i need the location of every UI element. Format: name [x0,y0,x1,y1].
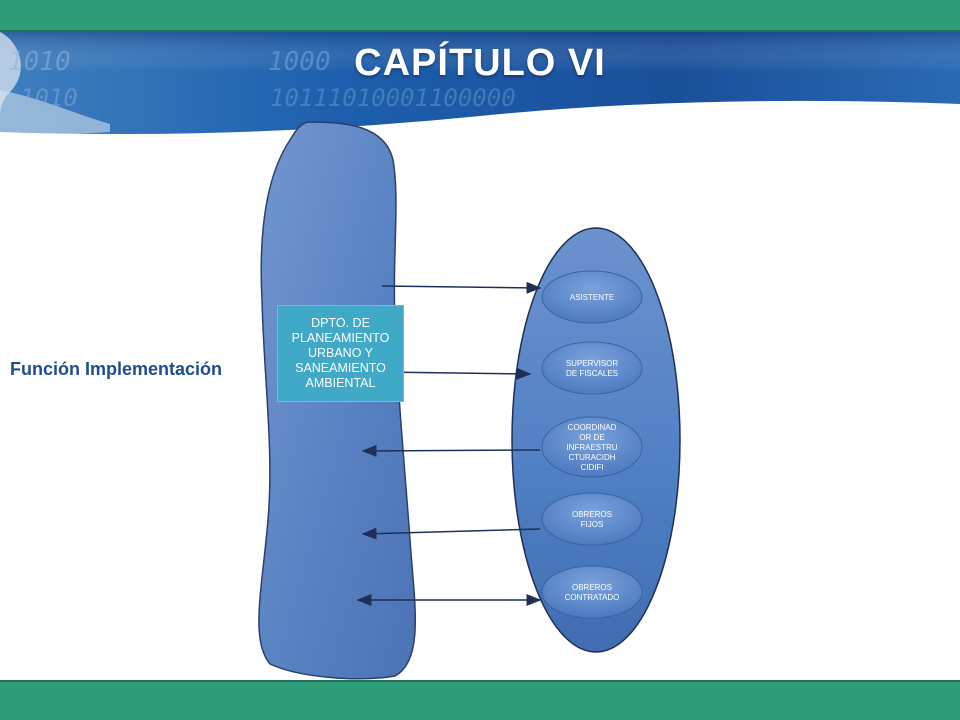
node-coordinador-label: OR DE [579,433,604,442]
binary-decor-2: 1000 [268,47,331,77]
node-asistente-shape [541,270,643,324]
binary-decor-1: 1010 [8,47,71,77]
binary-decor-3: 1010 [20,84,78,112]
header-banner: 1010 1000 1010 10111010001100000 [0,32,960,147]
node-supervisor-fiscales-label: SUPERVISOR [566,359,619,368]
node-supervisor-fiscales-shape [541,341,643,395]
node-obreros-fijos-shape [541,492,643,546]
slide-title: CAPÍTULO VI [354,42,606,84]
binary-decor-4: 10111010001100000 [270,84,516,112]
node-coordinador-label: INFRAESTRU [566,443,617,452]
connector-arrows [356,281,542,606]
node-coordinador-label: CIDIFI [580,463,603,472]
department-box: DPTO. DE PLANEAMIENTO URBANO Y SANEAMIEN… [277,305,404,402]
arrow-supervisor [379,367,532,380]
node-obreros-contratados-label: CONTRATADO [565,593,620,602]
node-obreros-contratados-label: OBREROS [572,583,612,592]
node-obreros-fijos-label: FIJOS [581,520,604,529]
node-coordinador-shape [541,416,643,478]
bottom-bar [0,680,960,720]
arrow-obreros-fijos [361,527,541,540]
node-obreros-fijos-label: OBREROS [572,510,612,519]
arrow-coordinador [361,444,541,457]
node-supervisor-fiscales-label: DE FISCALES [566,369,618,378]
function-label: Función Implementación [10,359,223,379]
node-coordinador-label: COORDINAD [568,423,617,432]
node-asistente: ASISTENTE [541,270,643,324]
node-asistente-label: ASISTENTE [570,293,614,302]
arrow-asistente [381,281,542,294]
node-coordinador-label: CTURACIDH [568,453,615,462]
top-bar [0,0,960,32]
node-obreros-contratados-shape [541,565,643,619]
